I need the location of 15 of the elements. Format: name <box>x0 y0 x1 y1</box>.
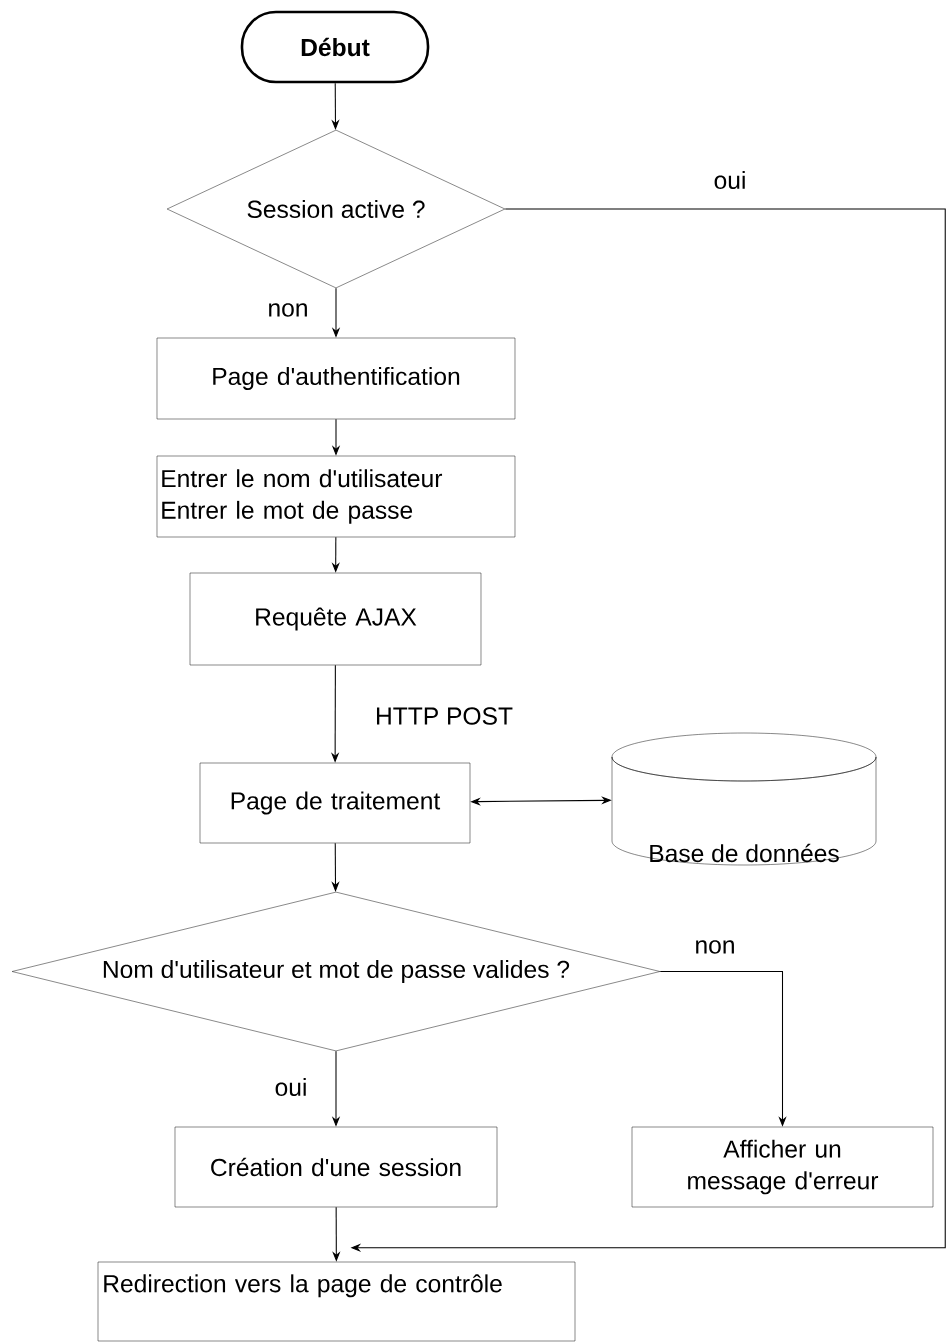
edge-label: oui <box>712 169 748 191</box>
process-box: Requête AJAX <box>189 572 482 666</box>
edge-label: HTTP POST <box>373 706 515 726</box>
edge-label: non <box>693 939 737 955</box>
process-box: Entrer le nom d'utilisateur Entrer le mot de passe <box>156 455 516 538</box>
edge-label: non <box>266 302 310 318</box>
database-cylinder: Base de données <box>611 732 877 866</box>
process-box: Création d'une session <box>174 1126 498 1208</box>
process-box: Afficher un message d'erreur <box>631 1126 934 1208</box>
edge-label: oui <box>273 1076 309 1098</box>
process-box: Page de traitement <box>199 762 471 844</box>
process-box: Page d'authentification <box>156 337 516 420</box>
process-box: Redirection vers la page de contrôle <box>97 1261 576 1342</box>
start-terminal: Début <box>240 10 430 84</box>
node-label: Base de données <box>650 843 839 863</box>
